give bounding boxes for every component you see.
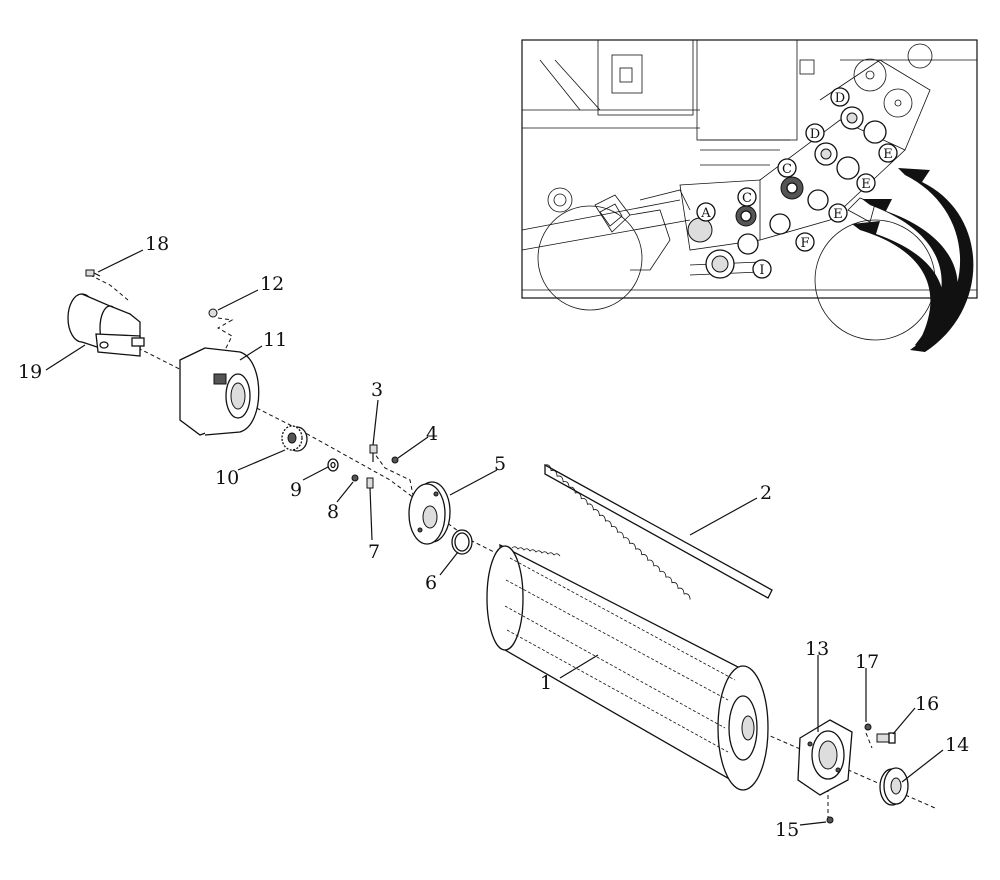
inset-label-a: A: [696, 202, 716, 222]
svg-text:C: C: [742, 191, 752, 206]
part-15-nut: [826, 816, 834, 824]
part-5-flange: [408, 481, 451, 545]
part-2-serrated-strip: [544, 463, 773, 600]
svg-text:A: A: [700, 206, 711, 221]
curved-arrows: [852, 168, 974, 352]
callout-14: 14: [945, 734, 969, 756]
callout-8: 8: [327, 501, 339, 523]
callout-numbers: 1 2 3 4 5 6 7 8 9 10 11 12 13 14 15 16 1…: [18, 233, 969, 841]
callout-12: 12: [260, 273, 284, 295]
svg-text:C: C: [782, 162, 792, 177]
part-11-bearing-housing: [179, 347, 260, 436]
callout-19: 19: [18, 361, 42, 383]
inset-label-d2: D: [830, 87, 850, 107]
inset-label-e2: E: [856, 173, 876, 193]
callout-10: 10: [215, 467, 239, 489]
part-1-drum: [486, 543, 769, 791]
svg-text:I: I: [759, 263, 764, 278]
callout-2: 2: [760, 482, 772, 504]
svg-text:E: E: [833, 207, 843, 222]
callout-leaders: [45, 249, 944, 826]
part-19-hydraulic-motor: [67, 293, 145, 357]
inset-letter-labels: A C C D D E E E F I: [696, 87, 898, 279]
callout-3: 3: [371, 379, 383, 401]
part-13-bearing: [797, 719, 853, 796]
part-18-bolt: [85, 269, 101, 277]
callout-5: 5: [494, 453, 506, 475]
callout-7: 7: [368, 541, 380, 563]
inset-label-c2: C: [777, 158, 797, 178]
callout-1: 1: [540, 672, 552, 694]
inset-label-c1: C: [737, 187, 757, 207]
callout-18: 18: [145, 233, 169, 255]
callout-6: 6: [425, 572, 437, 594]
callout-16: 16: [915, 693, 939, 715]
svg-text:E: E: [883, 147, 893, 162]
callout-17: 17: [855, 651, 879, 673]
svg-text:F: F: [800, 236, 809, 251]
inset-label-f: F: [795, 232, 815, 252]
part-6-snap-ring: [451, 529, 473, 555]
inset-label-i: I: [752, 259, 772, 279]
part-14-end-cap: [879, 767, 909, 806]
part-9-washer: [327, 458, 339, 472]
curved-arrow-lower: [852, 221, 944, 345]
part-12-nut: [208, 308, 218, 318]
callout-13: 13: [805, 638, 829, 660]
callout-11: 11: [263, 329, 287, 351]
part-7-bolt: [366, 477, 374, 489]
inset-rollers: [687, 106, 887, 279]
part-16-bolt: [876, 732, 896, 744]
inset-label-e1: E: [878, 143, 898, 163]
svg-text:E: E: [861, 177, 871, 192]
svg-text:D: D: [835, 91, 845, 106]
part-10-gear: [281, 425, 308, 452]
inset-locator: A C C D D E E E F I: [521, 39, 978, 352]
part-4-nut: [391, 456, 399, 464]
svg-text:D: D: [810, 127, 820, 142]
callout-9: 9: [290, 479, 302, 501]
inset-label-e3: E: [828, 203, 848, 223]
inset-machine-structure: [521, 39, 977, 341]
part-17-nut: [864, 723, 872, 731]
part-3-bolt: [369, 444, 378, 462]
callout-15: 15: [775, 819, 799, 841]
part-8-nut: [351, 474, 359, 482]
callout-4: 4: [426, 423, 438, 445]
inset-label-d1: D: [805, 123, 825, 143]
